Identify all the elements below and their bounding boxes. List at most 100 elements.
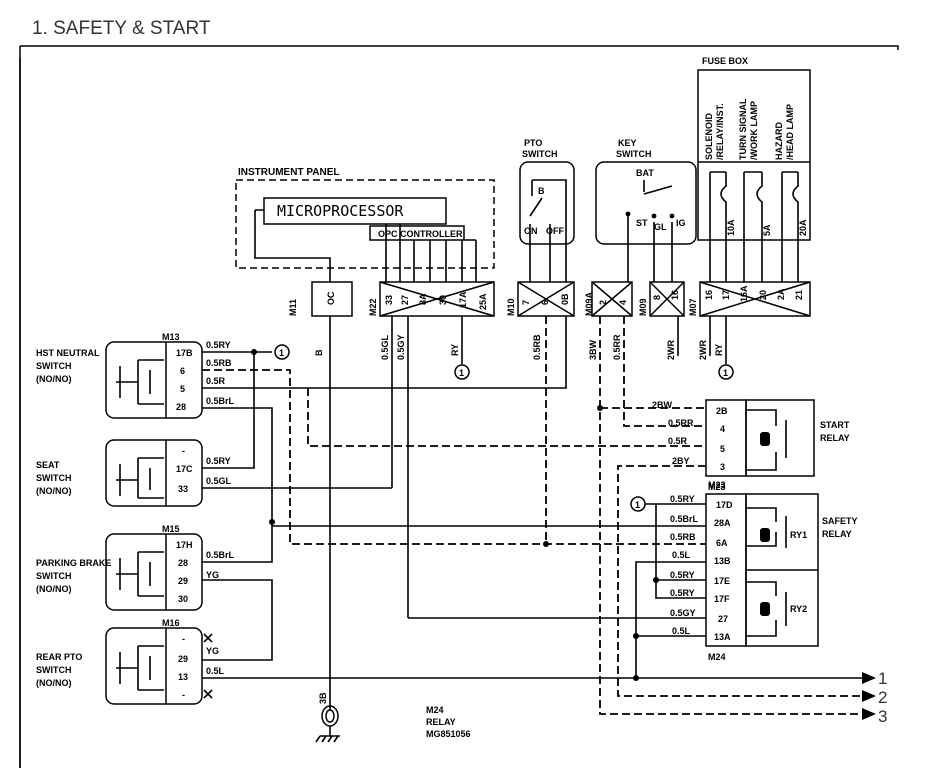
opc-controller-label: OPC CONTROLLER: [378, 229, 463, 239]
seat-switch-name-2: SWITCH: [36, 473, 72, 483]
fuse-box-outline: [697, 69, 811, 241]
safety-relay: M23 M24 SAFETY RELAY RY1 RY2 17D 28A 6A …: [408, 482, 858, 681]
safety-wire-05rb: 0.5RB: [670, 532, 696, 542]
fuse-1-line1: SOLENOID: [704, 112, 714, 160]
safety-13-bus: [635, 561, 706, 678]
hst-switch-name-1: HST NEUTRAL: [36, 348, 100, 358]
rear-pto-pin-29: 29: [178, 654, 188, 664]
note-line-3: MG851056: [426, 729, 471, 739]
m09-box: [649, 281, 685, 317]
m10-cross: [517, 281, 575, 317]
safety-wire-05ry-2: 0.5RY: [670, 570, 695, 580]
seat-wire-05ry: 0.5RY: [206, 456, 231, 466]
key-switch-st: ST: [636, 218, 648, 228]
safety-relay-id-top: M23: [708, 482, 726, 492]
m07-id: M07: [688, 298, 698, 316]
m22-id: M22: [368, 298, 378, 316]
start-relay-pin-4: 4: [720, 424, 725, 434]
safety-wire-05brl: 0.5BrL: [670, 514, 699, 524]
pto-switch-label-2: SWITCH: [522, 149, 558, 159]
ground-icon: [315, 726, 340, 743]
parking-brake-switch: PARKING BRAKE SWITCH (NO/NO) M15 17H 28 …: [36, 524, 273, 661]
key-switch-ig-dot: [669, 213, 675, 219]
m10-id: M10: [506, 298, 516, 316]
safety-wire-05ry-3: 0.5RY: [670, 588, 695, 598]
m10-pin-6: 6: [540, 300, 550, 305]
m09a-box: [591, 281, 633, 317]
m07-pin-2a: 2A: [776, 288, 786, 300]
ref-1-marker-a: [454, 364, 470, 380]
m07-cross: [699, 281, 811, 317]
m10-connector: M10 7 6 0B: [506, 281, 575, 317]
wire-ry-label: RY: [450, 344, 460, 356]
key-switch-label-1: KEY: [618, 138, 637, 148]
pto-switch-on: ON: [524, 226, 538, 236]
fuse-box-label: FUSE BOX: [702, 56, 748, 66]
junction-start-2b: [597, 405, 603, 411]
safety-wire-05gy: 0.5GY: [670, 608, 696, 618]
start-relay-coil: [760, 432, 770, 446]
m10-pin-0b: 0B: [560, 293, 570, 305]
rear-pto-wire-yg: YG: [206, 646, 219, 656]
m09a-id: M09A: [584, 291, 594, 316]
output-arrow-1: [862, 672, 876, 684]
pto-switch-bus: [531, 179, 567, 224]
vertical-wires: B 0.5GL 0.5GY RY 1 0.5RB 3BW 0.5RR 2WR 2…: [308, 316, 862, 715]
hst-wire-05brl: 0.5BrL: [206, 396, 235, 406]
fuse-3-rating: 20A: [798, 219, 808, 236]
hst-neutral-switch: HST NEUTRAL SWITCH (NO/NO) M13 17B 6 5 2…: [36, 332, 706, 545]
m22-box: [379, 281, 495, 317]
m09a-connector: M09A 2 4: [584, 281, 633, 317]
parking-pin-29: 29: [178, 576, 188, 586]
m09-pin-8: 8: [652, 295, 662, 300]
m10-0b-wire: [308, 316, 567, 389]
wire-05gl-label: 0.5GL: [380, 334, 390, 360]
hst-pin-5: 5: [180, 384, 185, 394]
m09-connector: M09 8 16: [638, 281, 685, 317]
wire-05rr-label: 0.5RR: [612, 334, 622, 360]
start-relay-pin-5: 5: [720, 444, 725, 454]
seat-pin-17c: 17C: [176, 464, 193, 474]
hst-wire-05rb: 0.5RB: [206, 358, 232, 368]
parking-switch-name-1: PARKING BRAKE: [36, 558, 111, 568]
seat-switch: SEAT SWITCH (NO/NO) - 17C 33 0.5RY 0.5GL: [36, 352, 392, 507]
m07-pin-21: 21: [794, 290, 804, 300]
m22-pin-30: 30: [438, 295, 448, 305]
safety-wire-05l-2: 0.5L: [672, 626, 691, 636]
safety-pin-17d: 17D: [716, 500, 733, 510]
safety-pin-28a: 28A: [714, 518, 731, 528]
fuse-2-line2: /WORK LAMP: [749, 101, 759, 160]
fuse-2-line1: TURN SIGNAL: [738, 98, 748, 160]
parking-pin-28: 28: [178, 558, 188, 568]
m07-pin-17: 17: [721, 290, 731, 300]
rear-pto-wire-05l: 0.5L: [206, 666, 225, 676]
m22-pin-8a: 8A: [418, 293, 428, 305]
fuse-1-line2: /RELAY/INST.: [715, 103, 725, 160]
safety-pin-17f: 17F: [714, 594, 730, 604]
ground: 3B: [315, 692, 340, 743]
rear-pto-switch-name-2: SWITCH: [36, 665, 72, 675]
safety-pin-27: 27: [718, 614, 728, 624]
m07-pin-20: 20: [758, 290, 768, 300]
wire-2wr-a-label: 2WR: [666, 340, 676, 361]
safety-relay-id: M24: [708, 652, 726, 662]
m09a-4-wire: [623, 316, 706, 427]
microprocessor-label: MICROPROCESSOR: [277, 202, 404, 220]
output-arrow-3: [862, 708, 876, 720]
instrument-panel-outline: [235, 179, 495, 269]
hst-6-wire: [202, 369, 706, 545]
safety-relay-ry2: RY2: [790, 604, 807, 614]
note-line-2: RELAY: [426, 717, 456, 727]
start-relay-contacts: [746, 409, 787, 471]
m09-cross: [649, 281, 685, 317]
rear-pto-unused-marks: [203, 633, 213, 699]
m11-box: [311, 281, 353, 317]
note-line-1: M24: [426, 705, 444, 715]
hst-pin-6: 6: [180, 366, 185, 376]
seat-wire-05gl: 0.5GL: [206, 476, 232, 486]
m22-pin-33: 33: [384, 295, 394, 305]
fuse-box: FUSE BOX SOLENOID /RELAY/INST. TURN SIGN…: [697, 56, 811, 282]
safety-relay-name-2: RELAY: [822, 529, 852, 539]
rear-pto-switch-body: [105, 627, 203, 705]
start-wire-2bw: 2BW: [652, 400, 673, 410]
